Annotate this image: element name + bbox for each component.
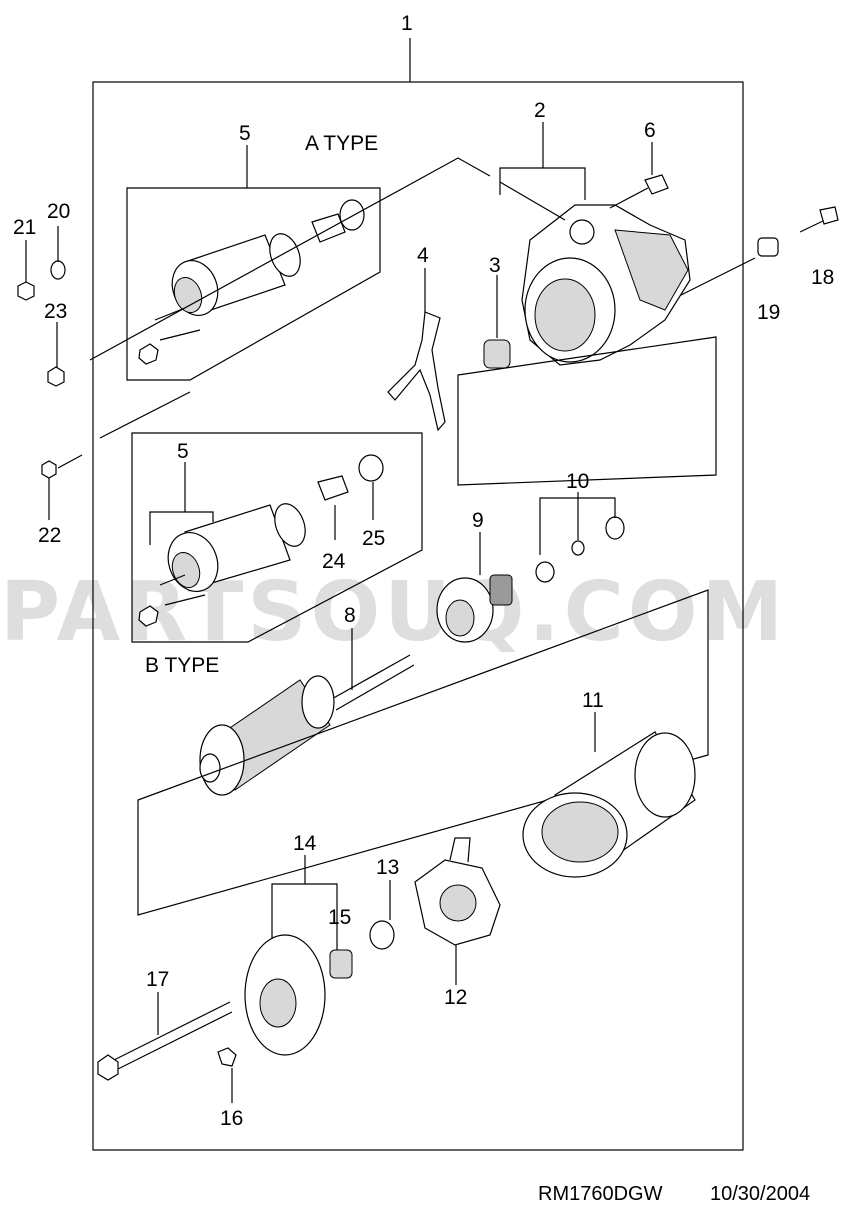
screw-16: [217, 1047, 237, 1067]
callout-13: 13: [376, 856, 399, 879]
a-type-cap: [339, 199, 365, 231]
callout-5a: 5: [239, 122, 251, 145]
axis-solenoid-b: [99, 391, 191, 439]
through-bolt-17: [97, 1001, 233, 1081]
callout-1: 1: [401, 12, 413, 35]
nut-23: [47, 366, 65, 387]
bushing-19: [757, 237, 779, 257]
front-housing: [521, 204, 691, 366]
washer-10c: [605, 516, 625, 540]
gear-3: [483, 339, 511, 369]
diagram-ref-code: RM1760DGW: [538, 1183, 663, 1205]
callout-19: 19: [757, 301, 780, 324]
watermark: PARTSOUQ.COM: [0, 565, 787, 660]
assembly-frame: [92, 81, 744, 1151]
washer-10a: [535, 561, 555, 583]
washer-10b: [571, 540, 585, 556]
leader-2: [499, 167, 586, 200]
axis-nut-22: [57, 454, 83, 469]
callout-11: 11: [582, 689, 604, 712]
callout-16: 16: [220, 1107, 243, 1130]
armature-box: [137, 589, 709, 916]
callout-20: 20: [47, 200, 70, 223]
lever-4: [387, 311, 446, 432]
callout-9: 9: [472, 509, 484, 532]
b-type-label: B TYPE: [145, 654, 219, 677]
callout-3: 3: [489, 254, 501, 277]
a-type-solenoid: [138, 233, 301, 365]
callout-5b: 5: [177, 440, 189, 463]
yoke-11: [522, 731, 696, 878]
washer-13: [369, 920, 395, 950]
callout-2: 2: [534, 99, 546, 122]
diagram-date: 10/30/2004: [710, 1183, 810, 1205]
leader-2-link: [499, 181, 566, 221]
b-type-cap: [358, 454, 384, 482]
callout-21: 21: [13, 216, 36, 239]
b-type-solenoid-box: [131, 432, 423, 643]
callout-24: 24: [322, 550, 346, 573]
axis-bushing: [674, 257, 756, 299]
rear-bracket-14: [244, 934, 326, 1056]
callout-8: 8: [344, 604, 356, 627]
callout-18: 18: [811, 266, 834, 289]
axis-solenoid-a: [89, 157, 491, 361]
armature-8: [199, 654, 415, 796]
clutch-box: [457, 336, 717, 486]
callout-6: 6: [644, 119, 656, 142]
brush-holder-12: [414, 837, 501, 946]
leader-5b: [149, 511, 214, 545]
callout-23: 23: [44, 300, 67, 323]
a-type-label: A TYPE: [305, 132, 378, 155]
callout-25: 25: [362, 527, 385, 550]
callout-17: 17: [146, 968, 169, 991]
bushing-15: [329, 949, 353, 979]
callout-22: 22: [38, 524, 61, 547]
callout-12: 12: [444, 986, 467, 1009]
b-type-solenoid: [138, 503, 306, 627]
callout-4: 4: [417, 244, 429, 267]
callout-14: 14: [293, 832, 317, 855]
clutch-9: [436, 574, 513, 643]
callout-10: 10: [566, 470, 589, 493]
nut-21: [17, 281, 35, 301]
nut-22: [41, 460, 57, 479]
callout-15: 15: [328, 906, 351, 929]
washer-20: [50, 260, 66, 280]
bolt-6: [609, 174, 669, 209]
bolt-18: [799, 206, 839, 233]
a-type-solenoid-box: [126, 187, 381, 381]
b-type-plunger-piece: [317, 475, 349, 501]
